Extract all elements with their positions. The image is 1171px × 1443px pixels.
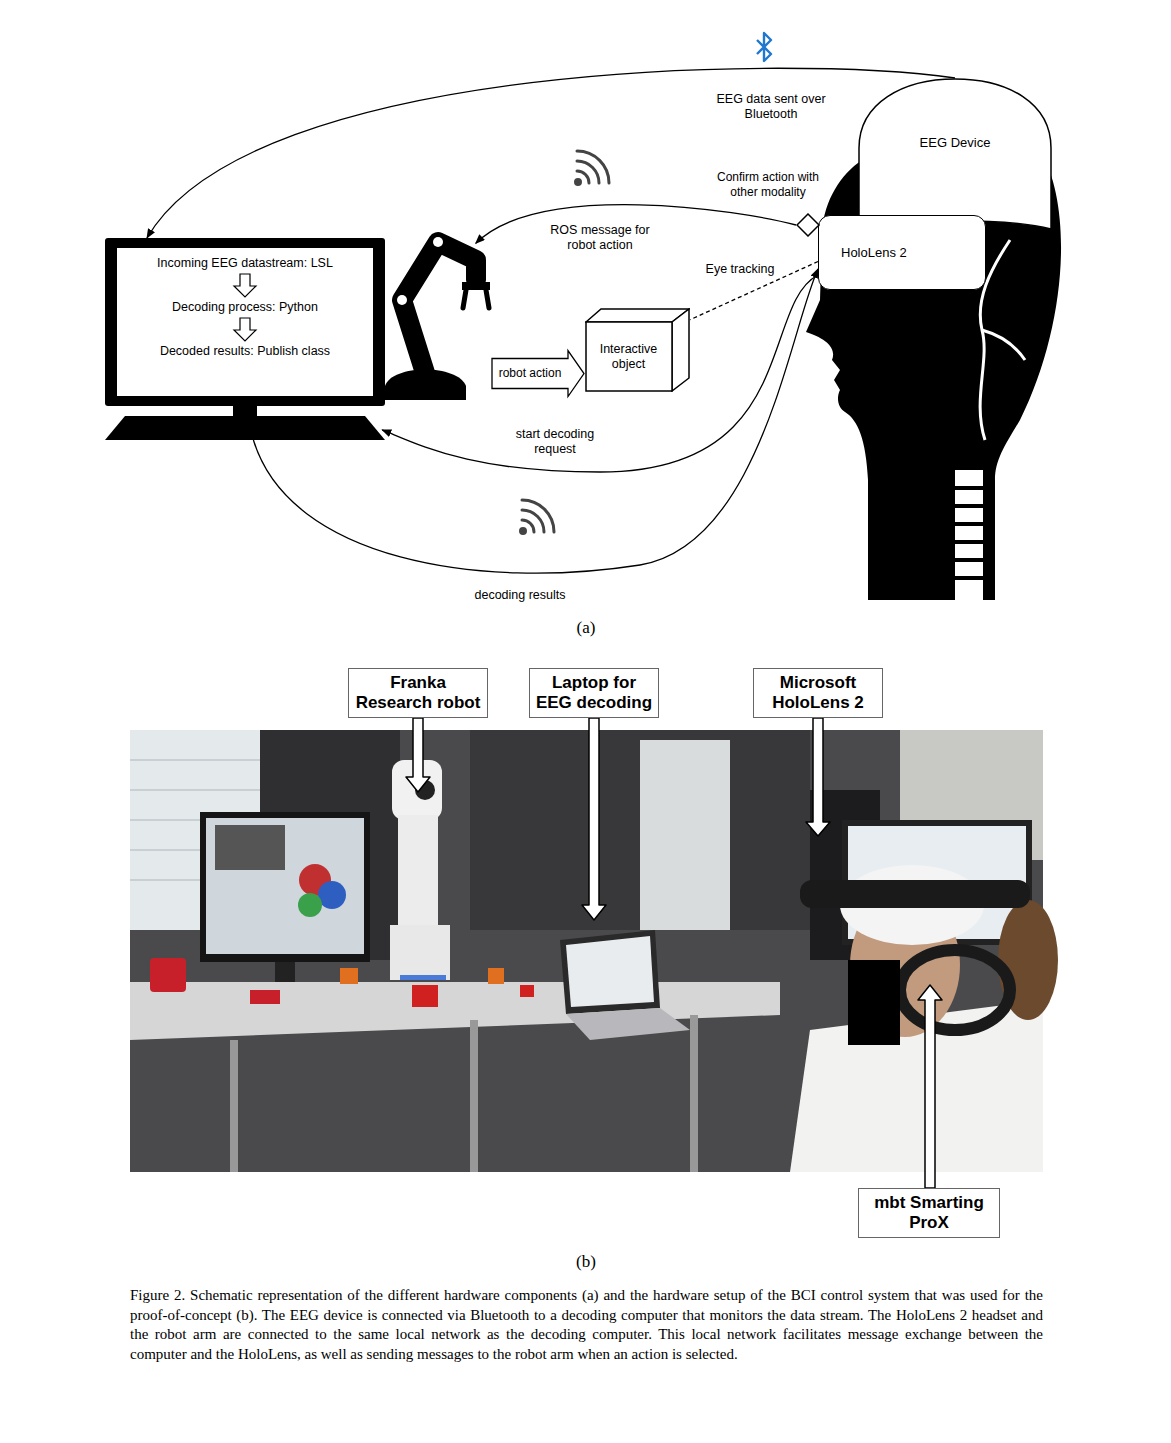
confirm-diamond: Confirm action with other modality (796, 213, 820, 237)
screen-step: Decoded results: Publish class (123, 344, 367, 359)
screen-step: Decoding process: Python (123, 300, 367, 315)
bluetooth-icon (757, 33, 771, 61)
cube-front (586, 322, 672, 391)
node-text: Confirm action with other modality (710, 170, 826, 200)
node-text: Microsoft HoloLens 2 (759, 673, 877, 713)
eeg-device-dome: EEG Device (858, 78, 1052, 230)
diamond-shape (797, 214, 819, 236)
hololens-box: HoloLens 2 (818, 215, 986, 290)
connector (253, 269, 818, 573)
figure-caption: Figure 2. Schematic representation of th… (130, 1286, 1043, 1364)
callout-box: mbt Smarting ProX (858, 1188, 1000, 1238)
callout-box: Franka Research robot (348, 668, 488, 718)
connector (382, 275, 818, 472)
interactive-object-cube: Interactive object (585, 308, 690, 392)
edge-label: decoding results (472, 588, 567, 604)
callout-box: Laptop for EEG decoding (529, 668, 659, 718)
connector (147, 68, 955, 238)
block-arrow (492, 351, 584, 397)
hollow-arrow (234, 318, 256, 341)
panel-label: (a) (577, 618, 596, 638)
node-text: Incoming EEG datastream: LSL (123, 256, 367, 271)
dome-shape (859, 79, 1051, 229)
callout-box: Microsoft HoloLens 2 (753, 668, 883, 718)
diamond-outline (796, 213, 820, 237)
robot-arm-drawing (385, 237, 490, 400)
edge-label: robot action (499, 366, 562, 382)
node-text: Interactive object (589, 342, 669, 372)
wifi-icon (521, 500, 555, 534)
robot-arm (380, 222, 490, 400)
cube-face: Interactive object (585, 322, 672, 392)
edge-label: Eye tracking (704, 262, 777, 278)
screen-step: Incoming EEG datastream: LSL (123, 256, 367, 271)
node-text: EEG Device (858, 135, 1052, 150)
wifi-icon (576, 151, 610, 185)
callout-arrows (406, 718, 942, 1188)
node-text: HoloLens 2 (841, 245, 907, 260)
dome-outline (858, 78, 1052, 230)
node-text: mbt Smarting ProX (864, 1193, 994, 1233)
computer-monitor: Incoming EEG datastream: LSL Decoding pro… (105, 238, 385, 440)
node-text: Laptop for EEG decoding (535, 673, 653, 713)
node-text: Franka Research robot (354, 673, 482, 713)
computer-monitor-drawing (105, 238, 385, 440)
node-text: Decoded results: Publish class (123, 344, 367, 359)
node-text: Decoding process: Python (123, 300, 367, 315)
edge-label: ROS message for robot action (545, 223, 655, 254)
connector (690, 262, 818, 320)
edge-label: start decoding request (508, 427, 603, 458)
panel-label: (b) (576, 1252, 596, 1272)
cube-side (672, 309, 689, 391)
hollow-arrow (234, 274, 256, 297)
edge-label: EEG data sent over Bluetooth (712, 92, 830, 123)
